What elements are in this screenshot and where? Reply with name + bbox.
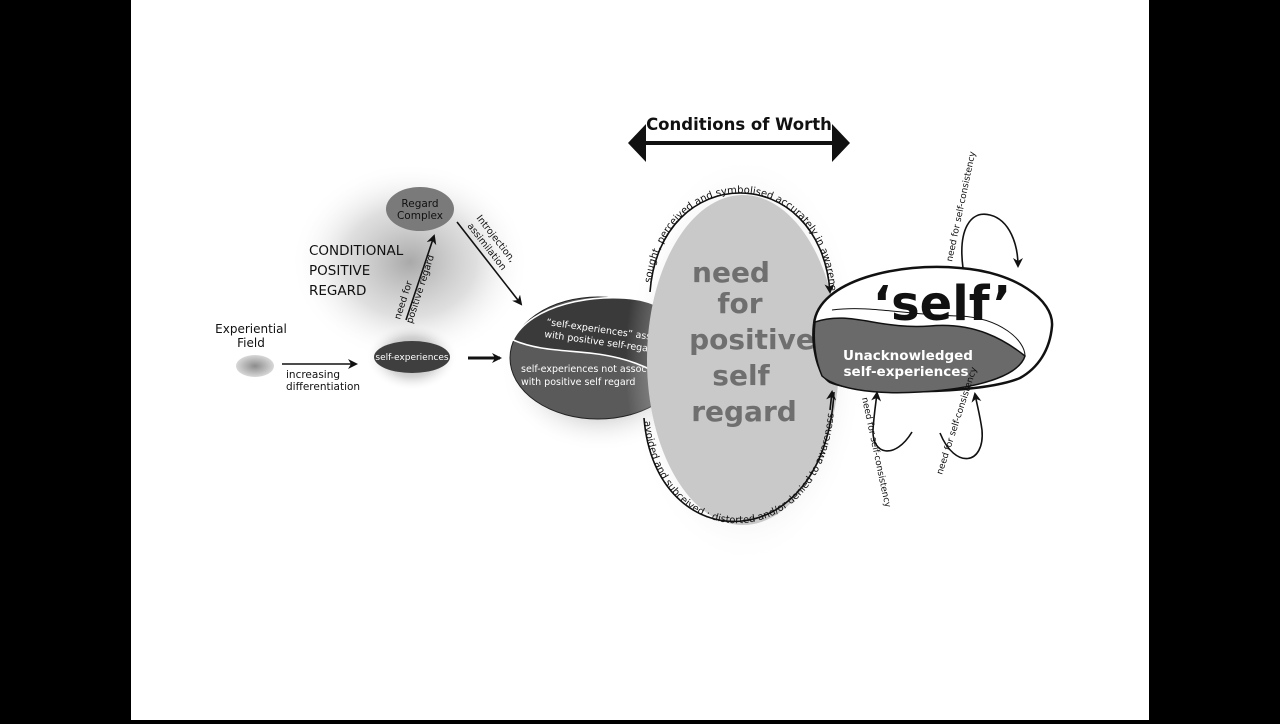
center-regard-label: regard: [691, 395, 797, 428]
conditional-regard-halo: [290, 162, 530, 362]
self-title: ‘self’: [873, 276, 1011, 332]
regard-label: REGARD: [309, 283, 366, 299]
top-consistency-loop: [961, 213, 1023, 269]
experiential-field-label-1: Experiential: [215, 322, 287, 336]
introjection-arrow: [456, 221, 523, 306]
arc-bottom-line: [643, 391, 835, 523]
conditions-of-worth-title: Conditions of Worth: [646, 115, 832, 134]
conditions-right-arrowhead: [832, 124, 850, 162]
self-experiences-oval: [374, 341, 450, 373]
self-group: ‘self’ Unacknowledged self-experiences: [812, 263, 1054, 403]
unacknowledged-label-1: Unacknowledged: [843, 348, 973, 364]
conditional-label: CONDITIONAL: [309, 243, 404, 259]
experiential-field-blob: [236, 355, 274, 377]
need-positive-regard-arrow: [405, 234, 437, 321]
right-consistency-loop: [939, 392, 983, 460]
arc-bottom-arrow: [826, 390, 837, 411]
self-experiences-label: self-experiences: [375, 353, 449, 363]
center-self-label: self: [712, 359, 770, 392]
central-oval: [647, 195, 839, 525]
regard-complex-oval: [386, 187, 454, 231]
conditional-positive-regard-group: CONDITIONAL POSITIVE REGARD: [309, 243, 404, 299]
positive-label: POSITIVE: [309, 263, 370, 279]
self-inner-curve: [831, 308, 1026, 357]
experiential-field-group: Experiential Field: [215, 322, 287, 377]
unacknowledged-region: [813, 317, 1026, 394]
conditions-of-worth-group: Conditions of Worth: [628, 115, 850, 162]
need-positive-self-regard-group: need for positive self regard: [625, 155, 865, 565]
increasing-label: increasing: [286, 369, 340, 381]
unacknowledged-label-2: self-experiences: [844, 364, 969, 380]
self-experiences-small-group: self-experiences: [366, 323, 458, 391]
split-bottom-label-1: self-experiences not associated: [521, 364, 671, 375]
left-consistency-loop: [871, 391, 913, 452]
regard-complex-group: Regard Complex: [386, 187, 454, 231]
conditions-left-arrowhead: [628, 124, 646, 162]
differentiation-label: differentiation: [286, 381, 360, 393]
center-need-label: need: [692, 256, 770, 289]
center-for-label: for: [717, 287, 762, 320]
center-positive-label: positive: [689, 323, 815, 356]
experiential-field-label-2: Field: [237, 336, 265, 350]
regard-complex-label-2: Complex: [397, 210, 443, 222]
regard-complex-label-1: Regard: [401, 198, 438, 210]
split-bottom-label-2: with positive self regard: [521, 377, 635, 388]
differentiation-arrow-group: increasing differentiation: [282, 359, 360, 393]
